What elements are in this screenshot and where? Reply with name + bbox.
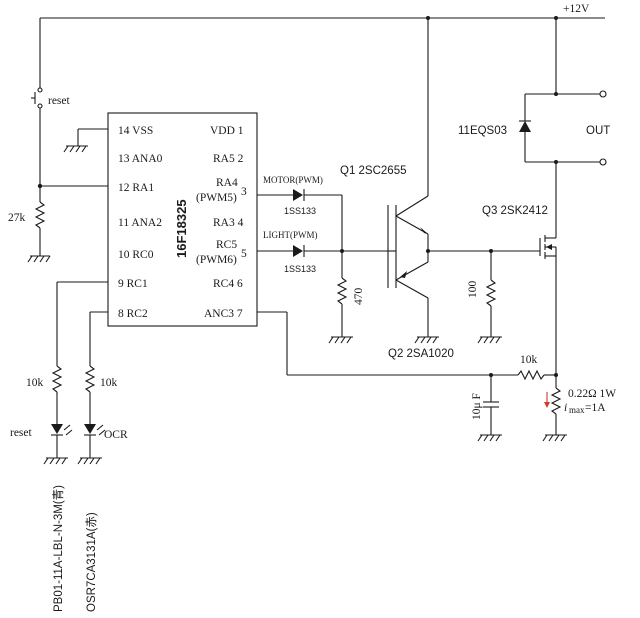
pin-ana0: 13 ANA0 xyxy=(118,153,163,165)
led-resistor-2-label: 10k xyxy=(100,377,118,389)
led2-part-number: OSR7CA3131A(赤) xyxy=(85,512,98,612)
supply-label: +12V xyxy=(563,3,590,15)
q2-label: Q2 2SA1020 xyxy=(388,348,454,360)
pin-rc2: 8 RC2 xyxy=(118,308,148,320)
q3-label: Q3 2SK2412 xyxy=(482,205,548,217)
ic-name: 16F18325 xyxy=(174,199,189,258)
resistor-470: 470 xyxy=(328,277,365,344)
pin-ra4: RA4 xyxy=(216,177,238,189)
pullup-resistor-label: 27k xyxy=(8,212,26,224)
shunt-label: 0.22Ω 1W xyxy=(568,388,616,400)
mosfet-q3: Q3 2SK2412 xyxy=(482,205,557,378)
ground-symbol xyxy=(27,255,51,263)
led-resistor-1: 10k xyxy=(26,365,63,424)
reset-switch: reset xyxy=(31,18,71,186)
motor-pwm-label: MOTOR(PWM) xyxy=(263,175,323,185)
led-resistor-2: 10k xyxy=(84,365,118,424)
vss-ground xyxy=(63,128,108,153)
imax-symbol: i xyxy=(564,402,567,414)
transistor-q2: Q2 2SA1020 xyxy=(388,261,454,360)
flyback-diode-label: 11EQS03 xyxy=(458,125,507,137)
pin-rc4: RC4 6 xyxy=(213,278,243,290)
imax-subscript: max xyxy=(569,405,585,415)
led-reset: reset xyxy=(10,424,73,458)
filter-capacitor-label: 10μ F xyxy=(471,393,483,420)
resistor-100-label: 100 xyxy=(467,281,479,299)
imax-value: =1A xyxy=(585,402,606,414)
transistor-q1: Q1 2SC2655 xyxy=(340,18,429,235)
diode-motor-label: 1SS133 xyxy=(284,206,316,216)
microcontroller-ic: 16F18325 14 VSS 13 ANA0 12 RA1 11 ANA2 1… xyxy=(107,112,258,327)
led-resistor-1-label: 10k xyxy=(26,377,44,389)
filter-resistor-label: 10k xyxy=(520,354,538,366)
shunt-resistor: 0.22Ω 1W i max =1A xyxy=(542,378,616,442)
pin-rc5: RC5 xyxy=(216,239,237,251)
flyback-diode: 11EQS03 xyxy=(458,92,558,164)
filter-capacitor: 10μ F xyxy=(471,375,502,442)
diode-light: LIGHT(PWM) 1SS133 xyxy=(263,230,342,274)
pin-anc3: ANC3 7 xyxy=(204,308,243,320)
pin-5: 5 xyxy=(241,248,247,260)
filter-resistor-10k: 10k xyxy=(517,354,558,381)
pin-ra5: RA5 2 xyxy=(213,153,244,165)
diode-light-label: 1SS133 xyxy=(284,264,316,274)
led-grounds xyxy=(43,457,102,465)
q1-label: Q1 2SC2655 xyxy=(340,165,407,177)
light-pwm-label: LIGHT(PWM) xyxy=(263,230,318,240)
led1-part-number: PB01-11A-LBL-N-3M(青) xyxy=(52,485,65,612)
pin-ana2: 11 ANA2 xyxy=(118,217,162,229)
diode-motor: MOTOR(PWM) 1SS133 xyxy=(263,175,342,216)
pin-rc0: 10 RC0 xyxy=(118,249,154,261)
led-reset-label: reset xyxy=(10,427,33,439)
pin-ra1: 12 RA1 xyxy=(118,182,154,194)
pin-rc1: 9 RC1 xyxy=(118,278,148,290)
led-ocr-label: OCR xyxy=(104,429,128,441)
pin-ra3: RA3 4 xyxy=(213,217,244,229)
reset-switch-label: reset xyxy=(48,95,71,107)
resistor-470-label: 470 xyxy=(353,288,365,306)
pin-pwm6: (PWM6) xyxy=(196,254,237,266)
pin-3: 3 xyxy=(241,186,247,198)
pin-vss: 14 VSS xyxy=(118,125,153,137)
resistor-100: 100 xyxy=(467,249,502,344)
supply-rail: +12V xyxy=(40,3,605,20)
pullup-resistor-27k: 27k xyxy=(8,186,46,256)
out-label: OUT xyxy=(586,125,610,137)
pin-pwm5: (PWM5) xyxy=(196,192,237,204)
pin-vdd: VDD 1 xyxy=(210,125,244,137)
led-ocr: OCR xyxy=(84,424,128,458)
